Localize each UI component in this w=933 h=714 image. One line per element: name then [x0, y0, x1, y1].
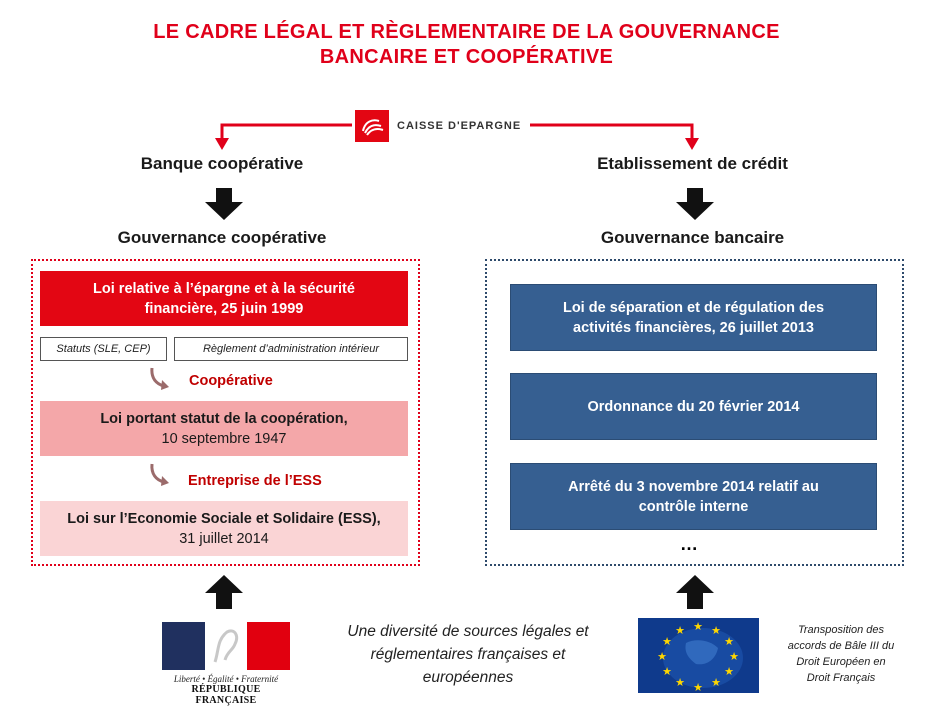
caisse-epargne-logo: CAISSE D'EPARGNE [355, 110, 530, 142]
eu-stars-icon: ★ ★ ★ ★ ★ ★ ★ ★ ★ ★ ★ ★ [657, 621, 739, 693]
left-red-arrowhead [215, 138, 229, 150]
right-up-arrow-icon [676, 575, 714, 609]
svg-text:★: ★ [711, 625, 721, 637]
title-line-1: LE CADRE LÉGAL ET RÈGLEMENTAIRE DE LA GO… [153, 21, 780, 43]
law-epargne-line-1: Loi relative à l’épargne et à la sécurit… [93, 280, 355, 297]
svg-text:★: ★ [693, 682, 703, 693]
rf-name: RÉPUBLIQUE FRANÇAISE [191, 684, 261, 706]
logo-text: CAISSE D'EPARGNE [397, 120, 522, 132]
cooperative-label: Coopérative [189, 373, 273, 389]
law-statut-cooperation: Loi portant statut de la coopération, 10… [40, 401, 408, 456]
statuts-box: Statuts (SLE, CEP) [40, 337, 167, 361]
left-down-arrow-icon [205, 188, 243, 220]
heading-gouvernance-cooperative: Gouvernance coopérative [117, 228, 327, 247]
law-separation-line-1: Loi de séparation et de régulation des [562, 299, 825, 316]
law-economie-sociale-solidaire: Loi sur l’Economie Sociale et Solidaire … [40, 501, 408, 556]
title-line-2: BANCAIRE ET COOPÉRATIVE [319, 46, 614, 68]
arrete-3-novembre-2014: Arrêté du 3 novembre 2014 relatif au con… [510, 463, 877, 530]
law-ess-line-1: Loi sur l’Economie Sociale et Solidaire … [67, 510, 381, 527]
right-red-arrowhead [685, 138, 699, 150]
center-line-3: européennes [422, 669, 514, 686]
heading-banque-cooperative: Banque coopérative [140, 154, 304, 173]
law-ess-line-2: 31 juillet 2014 [179, 530, 269, 547]
right-down-arrow-icon [676, 188, 714, 220]
svg-text:★: ★ [729, 651, 739, 663]
ess-label: Entreprise de l’ESS [188, 473, 322, 489]
eu-note-line-4: Droit Français [806, 672, 876, 684]
heading-etablissement-credit: Etablissement de crédit [597, 154, 788, 173]
center-description: Une diversité de sources légales et régl… [318, 620, 618, 689]
right-container [485, 259, 904, 566]
law-epargne-line-2: financière, 25 juin 1999 [144, 300, 304, 317]
reglement-box: Règlement d’administration intérieur [174, 337, 408, 361]
law-cooperation-line-2: 10 septembre 1947 [161, 430, 287, 447]
svg-text:★: ★ [657, 651, 667, 663]
svg-text:★: ★ [675, 677, 685, 689]
center-line-1: Une diversité de sources légales et [347, 623, 589, 640]
republique-francaise-logo: Liberté • Égalité • Fraternité RÉPUBLIQU… [162, 622, 291, 706]
law-cooperation-line-1: Loi portant statut de la coopération, [100, 410, 348, 427]
ordonnance-20-fevrier-2014: Ordonnance du 20 février 2014 [510, 373, 877, 440]
ess-curved-arrow-icon [150, 463, 169, 486]
left-container [31, 259, 420, 566]
arrete-line-1: Arrêté du 3 novembre 2014 relatif au [568, 478, 819, 495]
eu-flag-image: ★ ★ ★ ★ ★ ★ ★ ★ ★ ★ ★ ★ [638, 618, 759, 693]
svg-text:★: ★ [724, 636, 734, 648]
page-title: LE CADRE LÉGAL ET RÈGLEMENTAIRE DE LA GO… [0, 20, 933, 70]
heading-gouvernance-bancaire: Gouvernance bancaire [600, 228, 785, 247]
tricolor-flag-icon [162, 622, 291, 670]
svg-text:★: ★ [675, 625, 685, 637]
law-separation-regulation: Loi de séparation et de régulation des a… [510, 284, 877, 351]
eu-note-line-1: Transposition des [797, 624, 884, 636]
svg-text:★: ★ [662, 636, 672, 648]
arrete-line-2: contrôle interne [638, 498, 749, 515]
svg-text:★: ★ [693, 621, 703, 633]
eu-note-line-2: accords de Bâle III du [787, 640, 895, 652]
coop-curved-arrow-icon [150, 367, 169, 390]
law-epargne-securite-financiere: Loi relative à l’épargne et à la sécurit… [40, 271, 408, 326]
rf-motto: Liberté • Égalité • Fraternité [173, 674, 279, 684]
center-line-2: réglementaires françaises et [370, 646, 566, 663]
law-separation-line-2: activités financières, 26 juillet 2013 [573, 319, 814, 336]
eu-transposition-note: Transposition des accords de Bâle III du… [766, 622, 916, 686]
more-ellipsis: … [680, 534, 698, 554]
left-up-arrow-icon [205, 575, 243, 609]
eu-note-line-3: Droit Européen en [796, 656, 886, 668]
logo-connectors [215, 123, 699, 150]
svg-text:★: ★ [662, 666, 672, 678]
svg-text:★: ★ [711, 677, 721, 689]
svg-text:★: ★ [724, 666, 734, 678]
squirrel-icon [355, 110, 389, 142]
